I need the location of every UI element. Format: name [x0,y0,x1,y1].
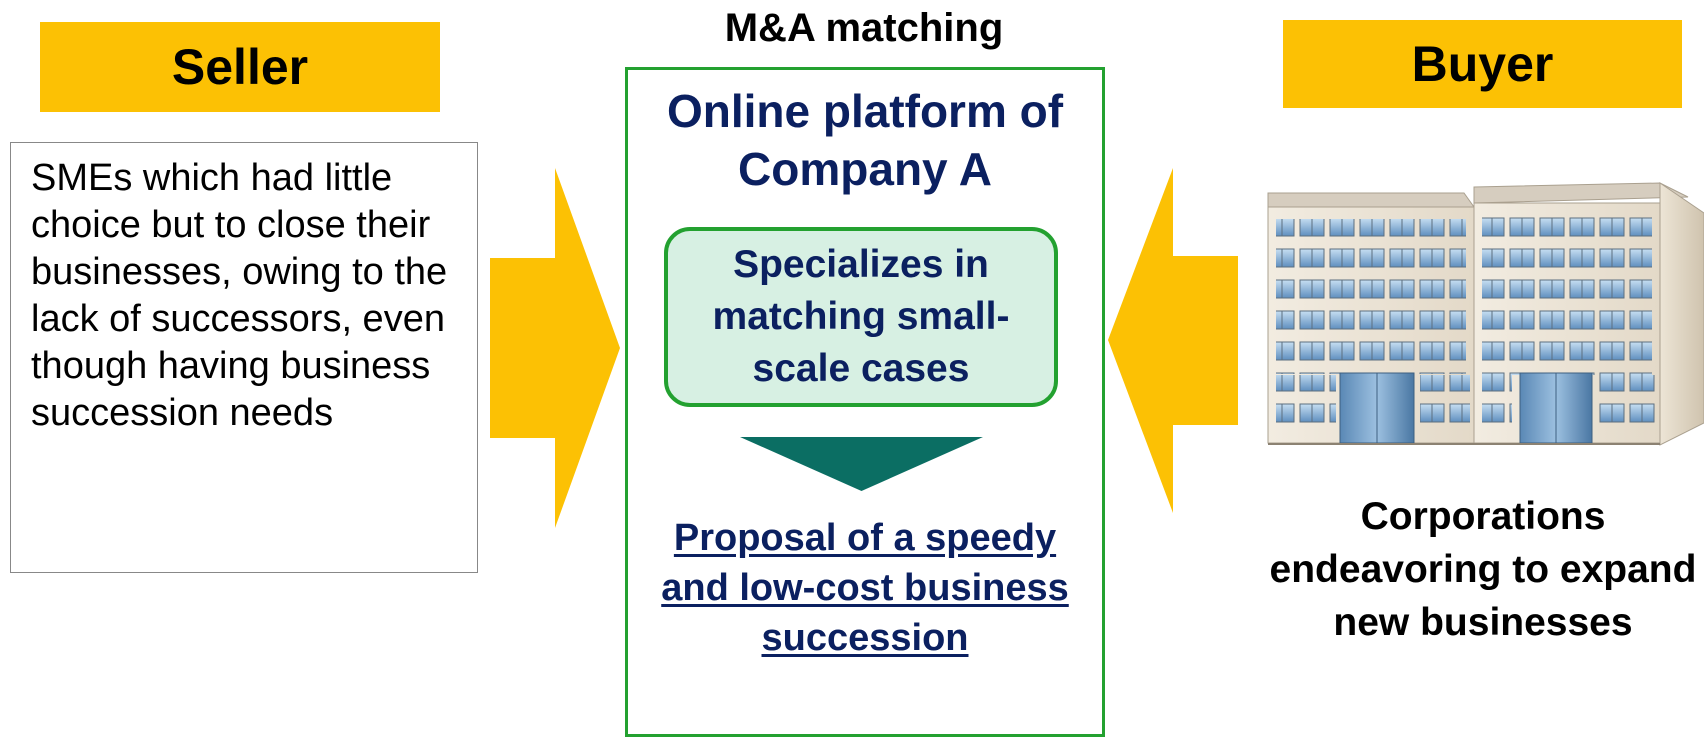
platform-title: Online platform of Company A [666,85,1064,195]
down-arrow-icon [740,437,983,491]
platform-heading: M&A matching [724,6,1004,50]
specialty-box: Specializes in matching small-scale case… [664,227,1058,407]
seller-label: Seller [40,22,440,112]
office-building-icon [1267,182,1704,446]
specialty-text: Specializes in matching small-scale case… [712,243,1010,390]
buyer-description: Corporations endeavoring to expand new b… [1269,495,1697,644]
buyer-label: Buyer [1283,20,1682,108]
seller-description: SMEs which had little choice but to clos… [10,142,478,573]
left-arrow-icon [1108,168,1238,513]
proposal-text: Proposal of a speedy and low-cost busine… [661,517,1069,659]
right-arrow-icon [490,168,620,528]
